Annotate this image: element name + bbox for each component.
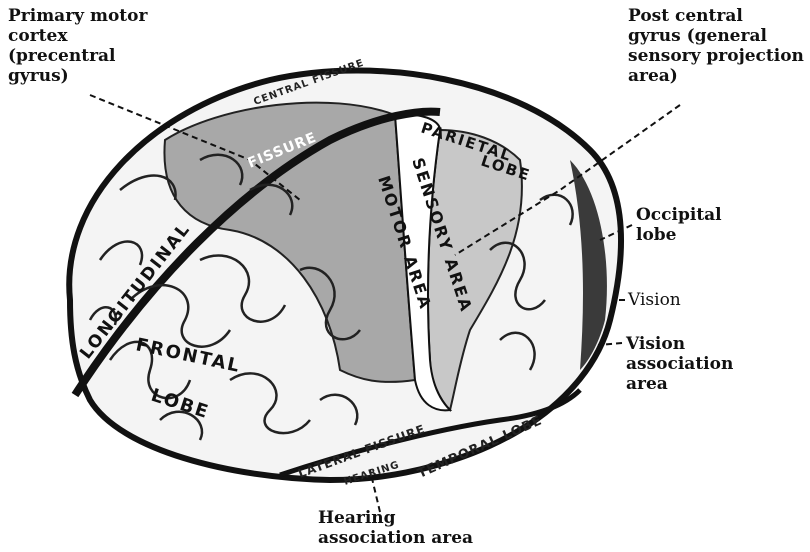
primary-motor-cortex-label: Primary motor cortex (precentral gyrus): [8, 6, 147, 86]
vision-association-area-label: Vision association area: [626, 334, 733, 394]
occipital-lobe-label: Occipital lobe: [636, 205, 722, 245]
vision-label: Vision: [628, 290, 681, 310]
hearing-association-area-label: Hearing association area: [318, 508, 473, 548]
post-central-gyrus-label: Post central gyrus (general sensory proj…: [628, 6, 804, 86]
